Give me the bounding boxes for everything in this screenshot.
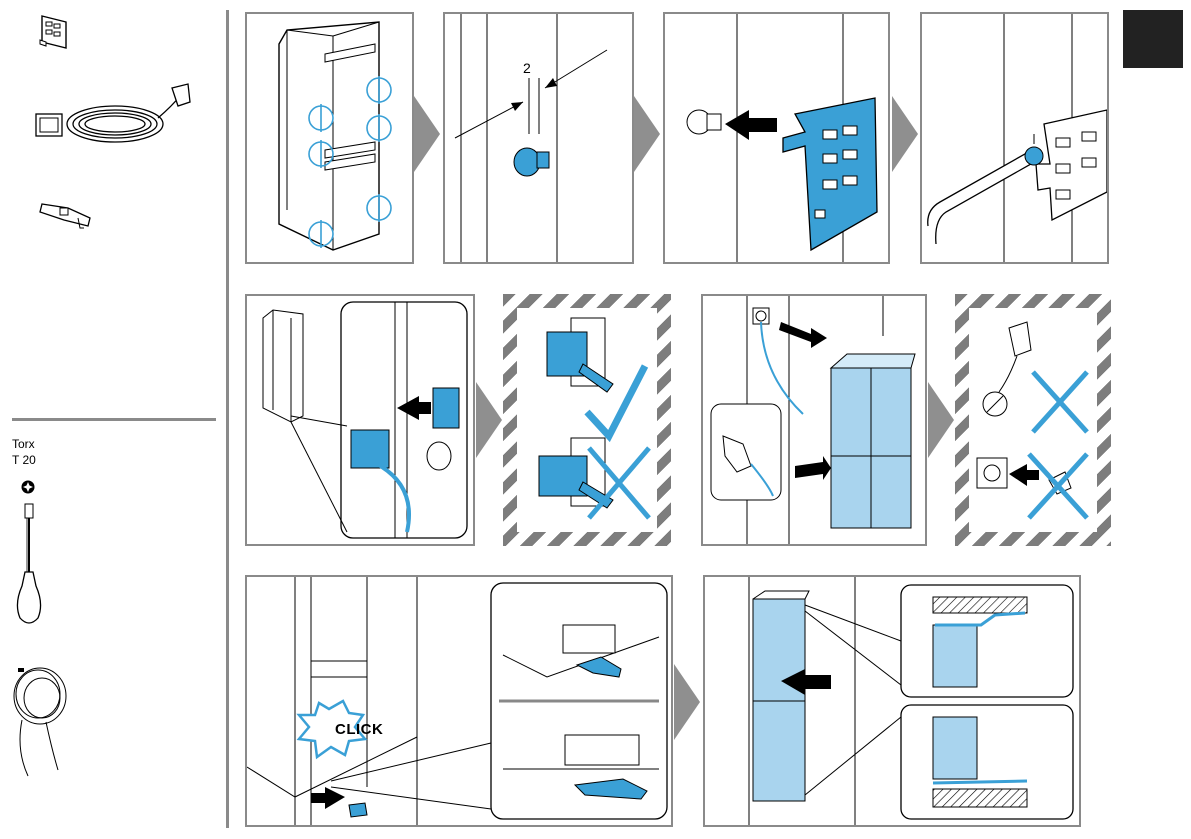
wire-icon — [6, 660, 76, 780]
power-cable-icon — [30, 76, 192, 154]
sidebar-divider — [226, 10, 229, 828]
click-label: CLICK — [335, 723, 383, 736]
sidebar-rule — [12, 418, 216, 421]
step-4-panel — [920, 12, 1109, 264]
bracket-icon — [36, 12, 76, 52]
step-8-panel — [703, 575, 1081, 827]
tool-name: Torx — [12, 438, 35, 451]
screw-count-label: 2 — [523, 62, 531, 75]
clip-icon — [38, 194, 94, 234]
step-5-panel — [245, 294, 475, 546]
arrow-icon — [476, 382, 502, 458]
arrow-icon — [892, 96, 918, 172]
correct-plug-panel — [503, 294, 671, 546]
screwdriver-icon — [14, 500, 46, 630]
unplug-warning-panel — [955, 294, 1111, 546]
step-2-panel: 2 — [443, 12, 634, 264]
step-1-panel — [245, 12, 414, 264]
torx-bit-icon — [20, 479, 36, 495]
arrow-icon — [414, 96, 440, 172]
page-tab — [1123, 10, 1183, 68]
step-6-panel — [701, 294, 927, 546]
step-7-panel: CLICK — [245, 575, 673, 827]
arrow-icon — [928, 382, 954, 458]
step-3-panel — [663, 12, 890, 264]
tool-size: T 20 — [12, 454, 36, 467]
arrow-icon — [634, 96, 660, 172]
arrow-icon — [674, 664, 700, 740]
